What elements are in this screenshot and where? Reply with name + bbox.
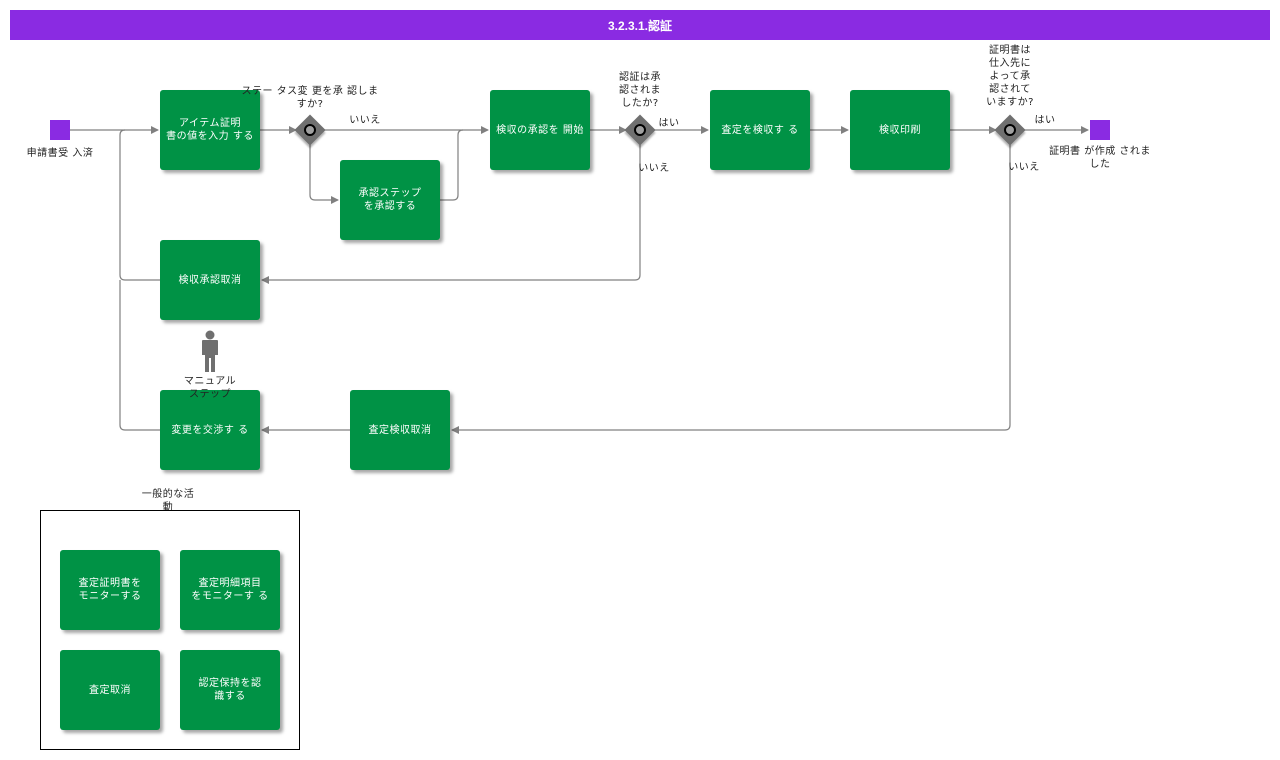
task-label: 査定取消: [89, 684, 131, 696]
diagram-title: 3.2.3.1.認証: [607, 18, 673, 33]
gateway-auth-approved-no-label: いいえ: [638, 163, 670, 174]
task-label: 承認ステップ を承認する: [358, 188, 422, 212]
flow-negotiate-loop: [119, 280, 160, 431]
gateway-supplier-approved-yes-label: はい: [1034, 115, 1056, 126]
gateway-status-change-question: ステー タス変 更を承 認しま すか?: [241, 86, 379, 110]
end-event[interactable]: [1090, 120, 1110, 140]
diagram-title-bar: 3.2.3.1.認証: [10, 10, 1270, 40]
start-event-label: 申請書受 入済: [26, 148, 94, 159]
task-label: 査定明細項目 をモニターす る: [191, 578, 269, 602]
gateway-status-change-no-label: いいえ: [349, 115, 381, 126]
gateway-supplier-approved-question: 証明書は 仕入先に よって承 認されて いますか?: [986, 45, 1034, 108]
flow-g1-to-approve-step: [309, 144, 339, 204]
task-review-assessment[interactable]: 査定を検収す る: [710, 90, 810, 170]
task-monitor-assessment-certificate[interactable]: 査定証明書を モニターする: [60, 550, 160, 630]
task-negotiate-change[interactable]: 変更を交渉す る: [160, 390, 260, 470]
task-enter-item-certificate[interactable]: アイテム証明 書の値を入力 する: [160, 90, 260, 170]
end-event-label: 証明書 が作成 されま した: [1049, 146, 1151, 170]
group-label: 一般的な活 動: [141, 489, 195, 513]
task-label: 査定検収取消: [368, 424, 432, 436]
task-recognize-certification-hold[interactable]: 認定保持を認 識する: [180, 650, 280, 730]
task-start-receipt-approval[interactable]: 検収の承認を 開始: [490, 90, 590, 170]
task-approve-step[interactable]: 承認ステップ を承認する: [340, 160, 440, 240]
task-monitor-assessment-detail[interactable]: 査定明細項目 をモニターす る: [180, 550, 280, 630]
start-event[interactable]: [50, 120, 70, 140]
task-cancel-receipt-approval[interactable]: 検収承認取消: [160, 240, 260, 320]
task-label: 変更を交渉す る: [171, 424, 249, 436]
task-label: 検収承認取消: [178, 274, 242, 286]
flow-cancel-approval-loop: [119, 129, 160, 281]
flow-g3-no-to-cancel-assessment: [451, 144, 1011, 434]
general-activities-group: [40, 510, 300, 750]
task-cancel-assessment-receipt[interactable]: 査定検収取消: [350, 390, 450, 470]
task-label: 認定保持を認 識する: [198, 678, 262, 702]
person-icon: [202, 330, 218, 372]
gateway-auth-approved-yes-label: はい: [658, 118, 680, 129]
task-label: 検収の承認を 開始: [496, 124, 584, 136]
task-label: 検収印刷: [879, 124, 921, 136]
gateway-auth-approved-question: 認証は承 認されま したか?: [619, 72, 661, 109]
task-label: 査定を検収す る: [721, 124, 799, 136]
task-receipt-print[interactable]: 検収印刷: [850, 90, 950, 170]
manual-step-label: マニュアル ステップ: [183, 376, 237, 400]
gateway-supplier-approved-no-label: いいえ: [1008, 162, 1040, 173]
flow-approve-step-to-merge: [440, 129, 464, 201]
task-label: 査定証明書を モニターする: [78, 578, 142, 602]
task-label: アイテム証明 書の値を入力 する: [166, 118, 254, 142]
flow-g2-no-to-cancel-approval: [261, 144, 641, 284]
task-cancel-assessment[interactable]: 査定取消: [60, 650, 160, 730]
